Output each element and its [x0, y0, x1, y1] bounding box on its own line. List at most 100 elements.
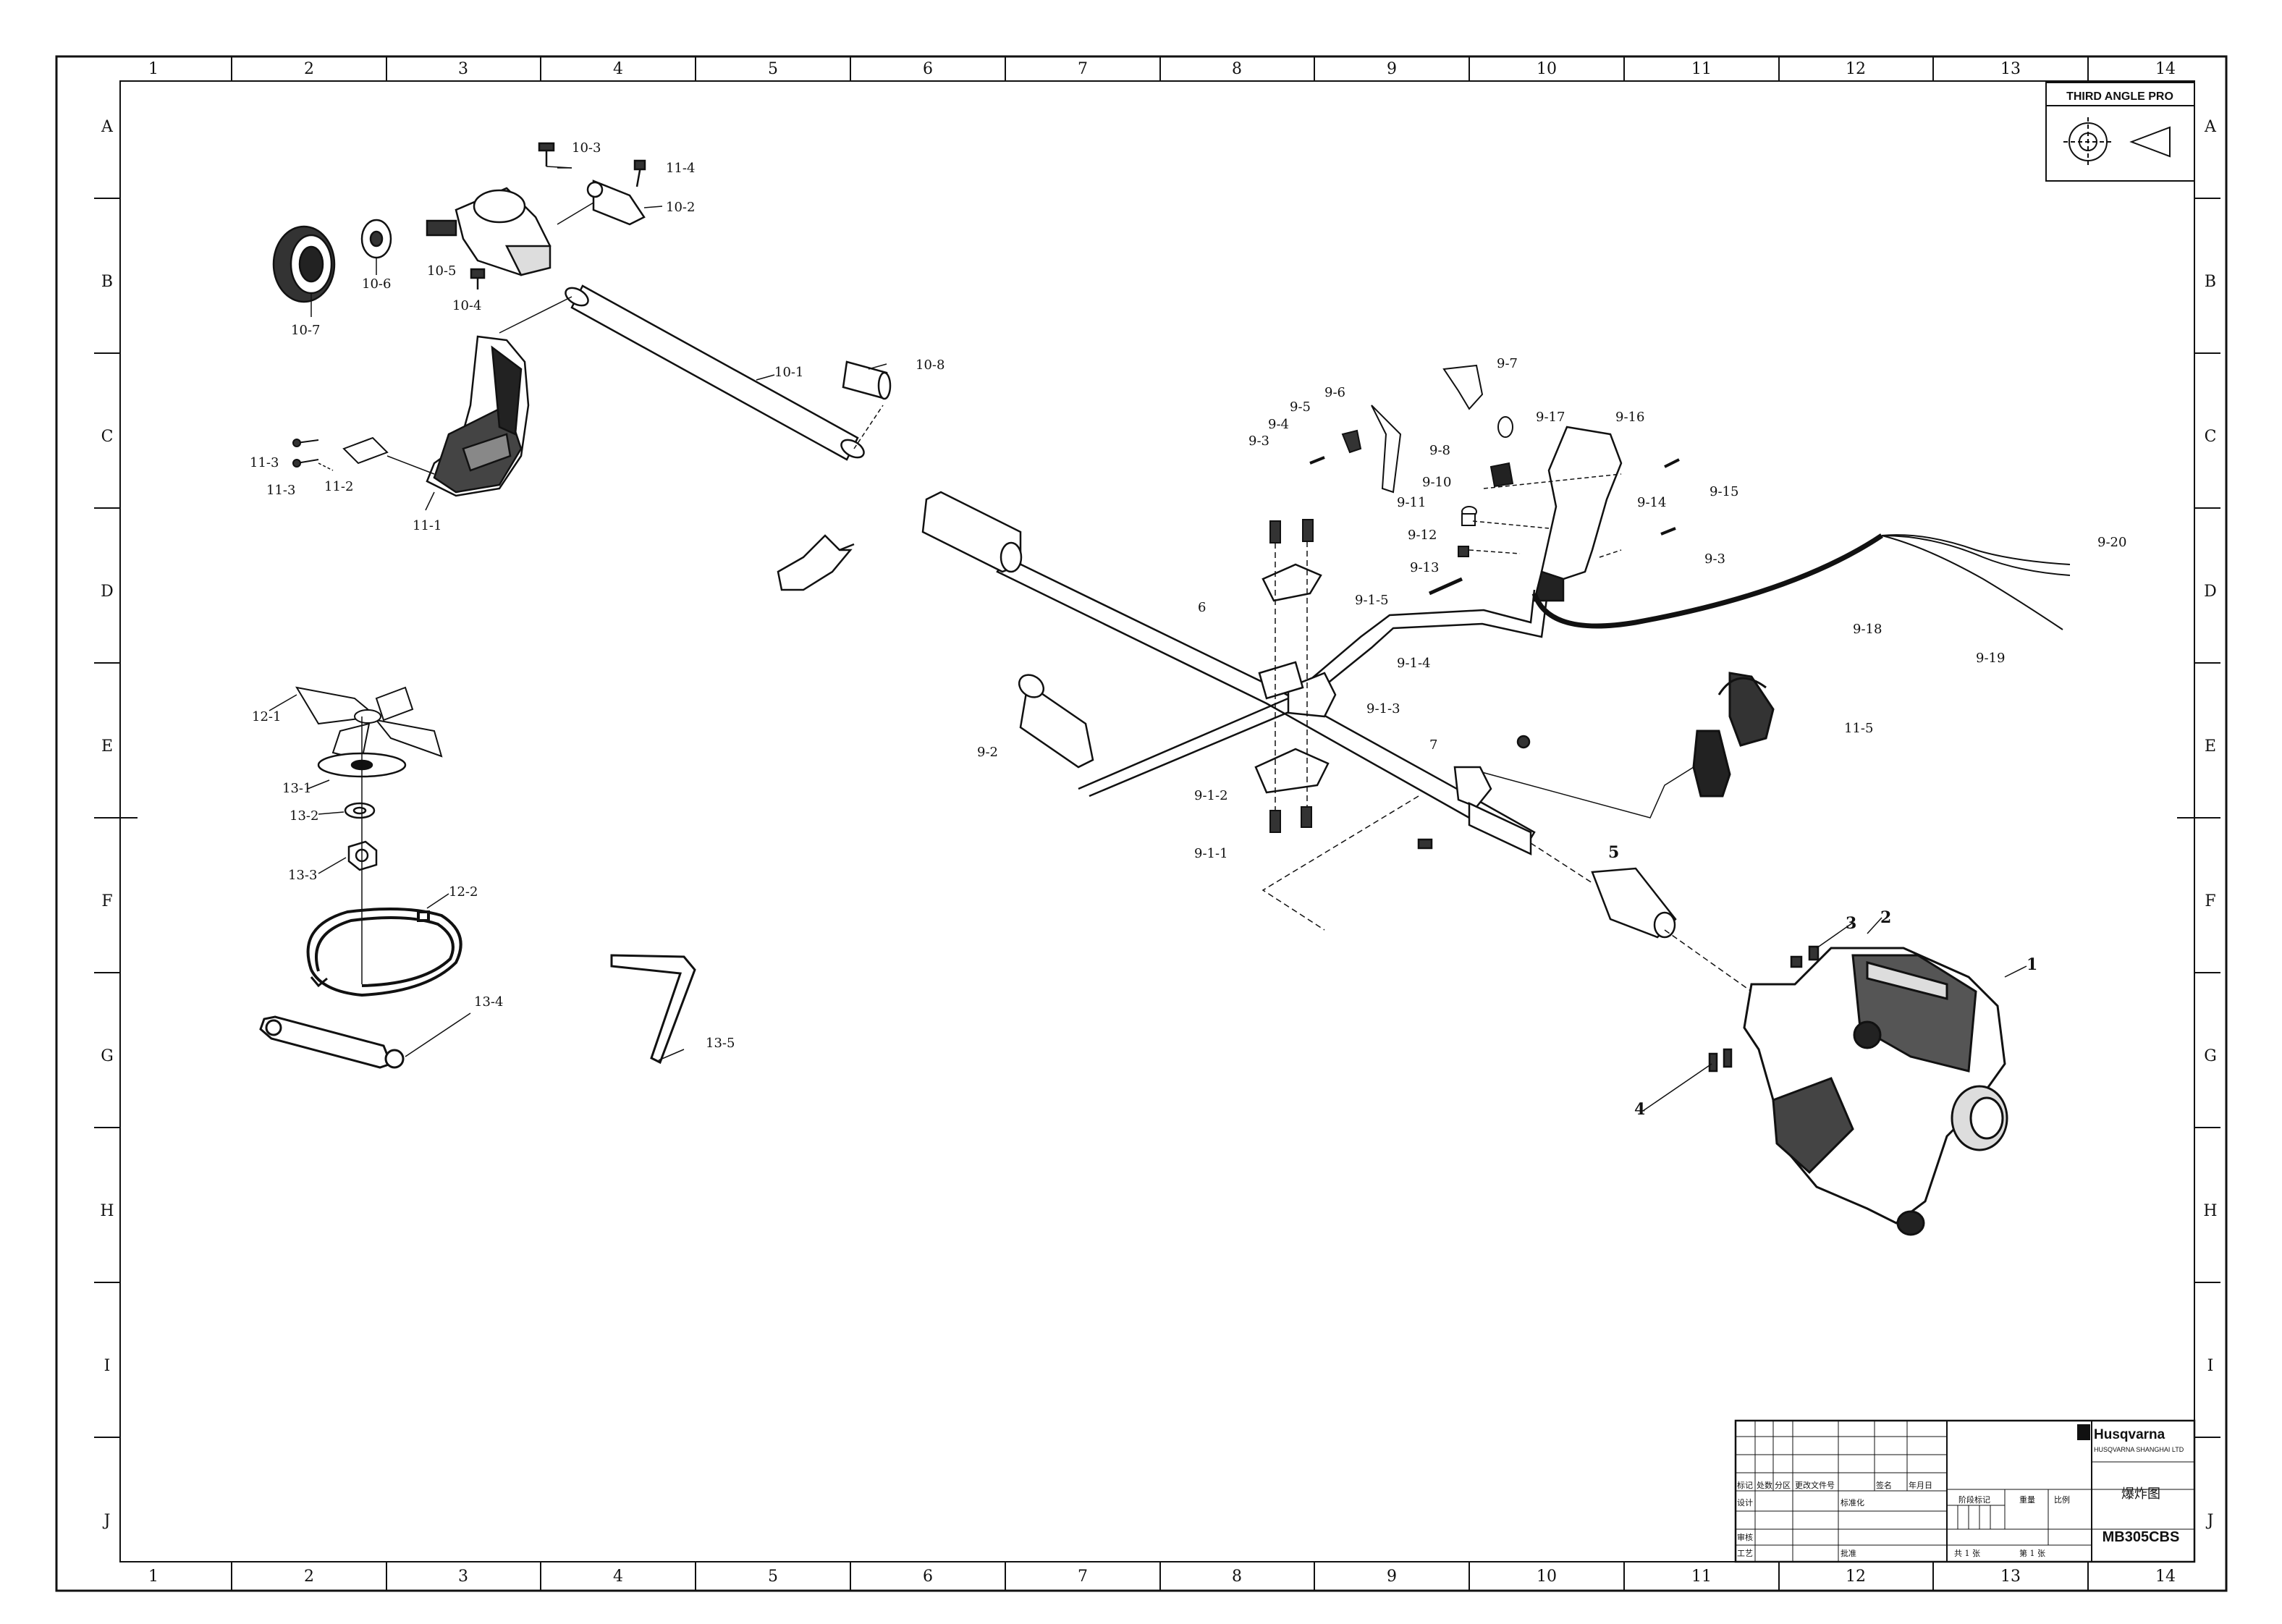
assembly-dashed-lines [1262, 795, 1752, 992]
callout-10-5: 10-5 [427, 263, 456, 279]
brand-logo-block: Husqvarna HUSQVARNA SHANGHAI LTD [2077, 1424, 2184, 1453]
callout-9-2: 9-2 [977, 745, 998, 760]
nut-13-3 [347, 840, 378, 871]
row-label-left: F [101, 892, 112, 910]
row-label-left: G [101, 1047, 114, 1065]
callout-9-18: 9-18 [1853, 622, 1882, 637]
row-label-left: A [101, 118, 114, 136]
spacer-5 [1591, 867, 1677, 939]
callout-9-1-4: 9-1-4 [1397, 656, 1431, 671]
gear-housing-10-5 [426, 187, 552, 276]
row-label-right: B [2205, 273, 2216, 291]
callout-7: 7 [1429, 737, 1437, 753]
rev-header-mark: 标记 [1737, 1480, 1753, 1490]
harness-leader [1476, 766, 1694, 819]
col-label-top: 13 [2000, 60, 2021, 78]
col-label-top: 14 [2155, 60, 2176, 78]
rev-header-sign: 签名 [1876, 1480, 1892, 1490]
hex-key-13-5 [610, 954, 696, 1065]
clamp-10-2 [586, 179, 646, 226]
callout-10-1: 10-1 [774, 365, 803, 380]
throttle-cable-9-18 [1531, 533, 1883, 629]
washer-13-2 [344, 802, 376, 819]
trimmer-spool-10-7 [272, 225, 336, 303]
col-label-bottom: 2 [304, 1568, 314, 1586]
husqvarna-crown-icon [2077, 1424, 2090, 1440]
callout-13-1: 13-1 [282, 781, 311, 796]
drawing-title: 爆炸图 [2121, 1486, 2160, 1502]
col-label-top: 1 [148, 60, 159, 78]
callout-9-7: 9-7 [1497, 356, 1518, 371]
brand-sub: HUSQVARNA SHANGHAI LTD [2094, 1446, 2184, 1453]
spring-ring-12-2 [306, 893, 462, 997]
callout-11-4: 11-4 [666, 161, 695, 176]
spool-cap-10-6 [360, 219, 392, 259]
callout-4: 4 [1634, 1100, 1645, 1119]
col-label-bottom: 6 [923, 1568, 933, 1586]
row-label-left: J [103, 1512, 111, 1530]
col-label-top: 6 [923, 60, 933, 78]
callout-3: 3 [1846, 914, 1856, 933]
callout-9-8: 9-8 [1429, 443, 1450, 458]
col-label-bottom: 1 [148, 1568, 159, 1586]
throttle-parts [1309, 364, 1680, 596]
blade-12-1 [295, 686, 443, 761]
drawing-frame [55, 55, 2228, 1592]
callout-labels: 10-3 11-4 10-2 10-6 10-5 10-4 10-7 10-1 … [250, 140, 2126, 1051]
bolt-11-4 [633, 159, 646, 187]
callout-13-3: 13-3 [288, 868, 317, 883]
clamp-mid-9-1-3 [1258, 661, 1337, 718]
row-label-right: H [2203, 1202, 2217, 1220]
col-label-top: 11 [1691, 60, 1712, 78]
callout-13-5: 13-5 [706, 1036, 735, 1051]
callout-9-19: 9-19 [1976, 651, 2005, 666]
callout-9-3b: 9-3 [1704, 551, 1725, 567]
callout-6: 6 [1198, 600, 1206, 615]
callout-9-17: 9-17 [1536, 410, 1565, 425]
col-label-bottom: 8 [1232, 1568, 1242, 1586]
sleeve-10-8 [842, 360, 892, 400]
callout-9-5: 9-5 [1290, 399, 1311, 415]
row-label-left: E [101, 737, 113, 756]
row-label-left: D [101, 583, 114, 601]
model-number: MB305CBS [2103, 1529, 2180, 1545]
callout-10-4: 10-4 [452, 298, 481, 313]
row-review: 审核 [1737, 1532, 1753, 1542]
clamp-lower-9-1-2 [1254, 748, 1330, 794]
callout-9-12: 9-12 [1408, 528, 1437, 543]
callout-12-2: 12-2 [449, 884, 478, 900]
callout-10-2: 10-2 [666, 200, 695, 215]
engine-leaders [1642, 917, 2027, 1112]
grass-guard-11-1 [426, 335, 530, 497]
harness-11-5 [1692, 672, 1775, 798]
callout-11-5: 11-5 [1844, 721, 1873, 736]
sheet-number: 第 1 张 [2019, 1548, 2045, 1558]
engine-1 [1743, 947, 2008, 1236]
callout-9-10: 9-10 [1422, 475, 1451, 490]
callout-10-3: 10-3 [572, 140, 601, 156]
rev-header-doc: 更改文件号 [1795, 1480, 1835, 1490]
weight-label: 重量 [2019, 1494, 2035, 1505]
callout-2: 2 [1880, 908, 1891, 927]
wrench-13-4 [259, 1012, 471, 1069]
row-label-right: F [2205, 892, 2215, 910]
bolt-10-4 [470, 268, 486, 289]
engine-bolts [1708, 945, 1820, 1073]
callout-11-2: 11-2 [324, 479, 353, 494]
title-block-text: 标记 处数 分区 更改文件号 签名 年月日 设计 标准化 审核 工艺 批准 阶段… [1737, 1480, 2070, 1558]
rev-header-date: 年月日 [1909, 1480, 1932, 1490]
scale-label: 比例 [2054, 1494, 2070, 1505]
clamp-bolt-guides [1275, 541, 1308, 811]
row-label-left: B [101, 273, 113, 291]
row-label-left: I [104, 1357, 111, 1375]
callout-10-8: 10-8 [916, 358, 945, 373]
row-label-right: C [2205, 428, 2217, 446]
col-label-bottom: 3 [458, 1568, 468, 1586]
callout-9-4: 9-4 [1268, 417, 1289, 432]
callout-10-6: 10-6 [362, 276, 391, 292]
col-label-top: 12 [1846, 60, 1866, 78]
sheets-total: 共 1 张 [1954, 1549, 1980, 1558]
callout-13-2: 13-2 [290, 808, 318, 824]
bolts-9-1-1 [1269, 519, 1314, 833]
